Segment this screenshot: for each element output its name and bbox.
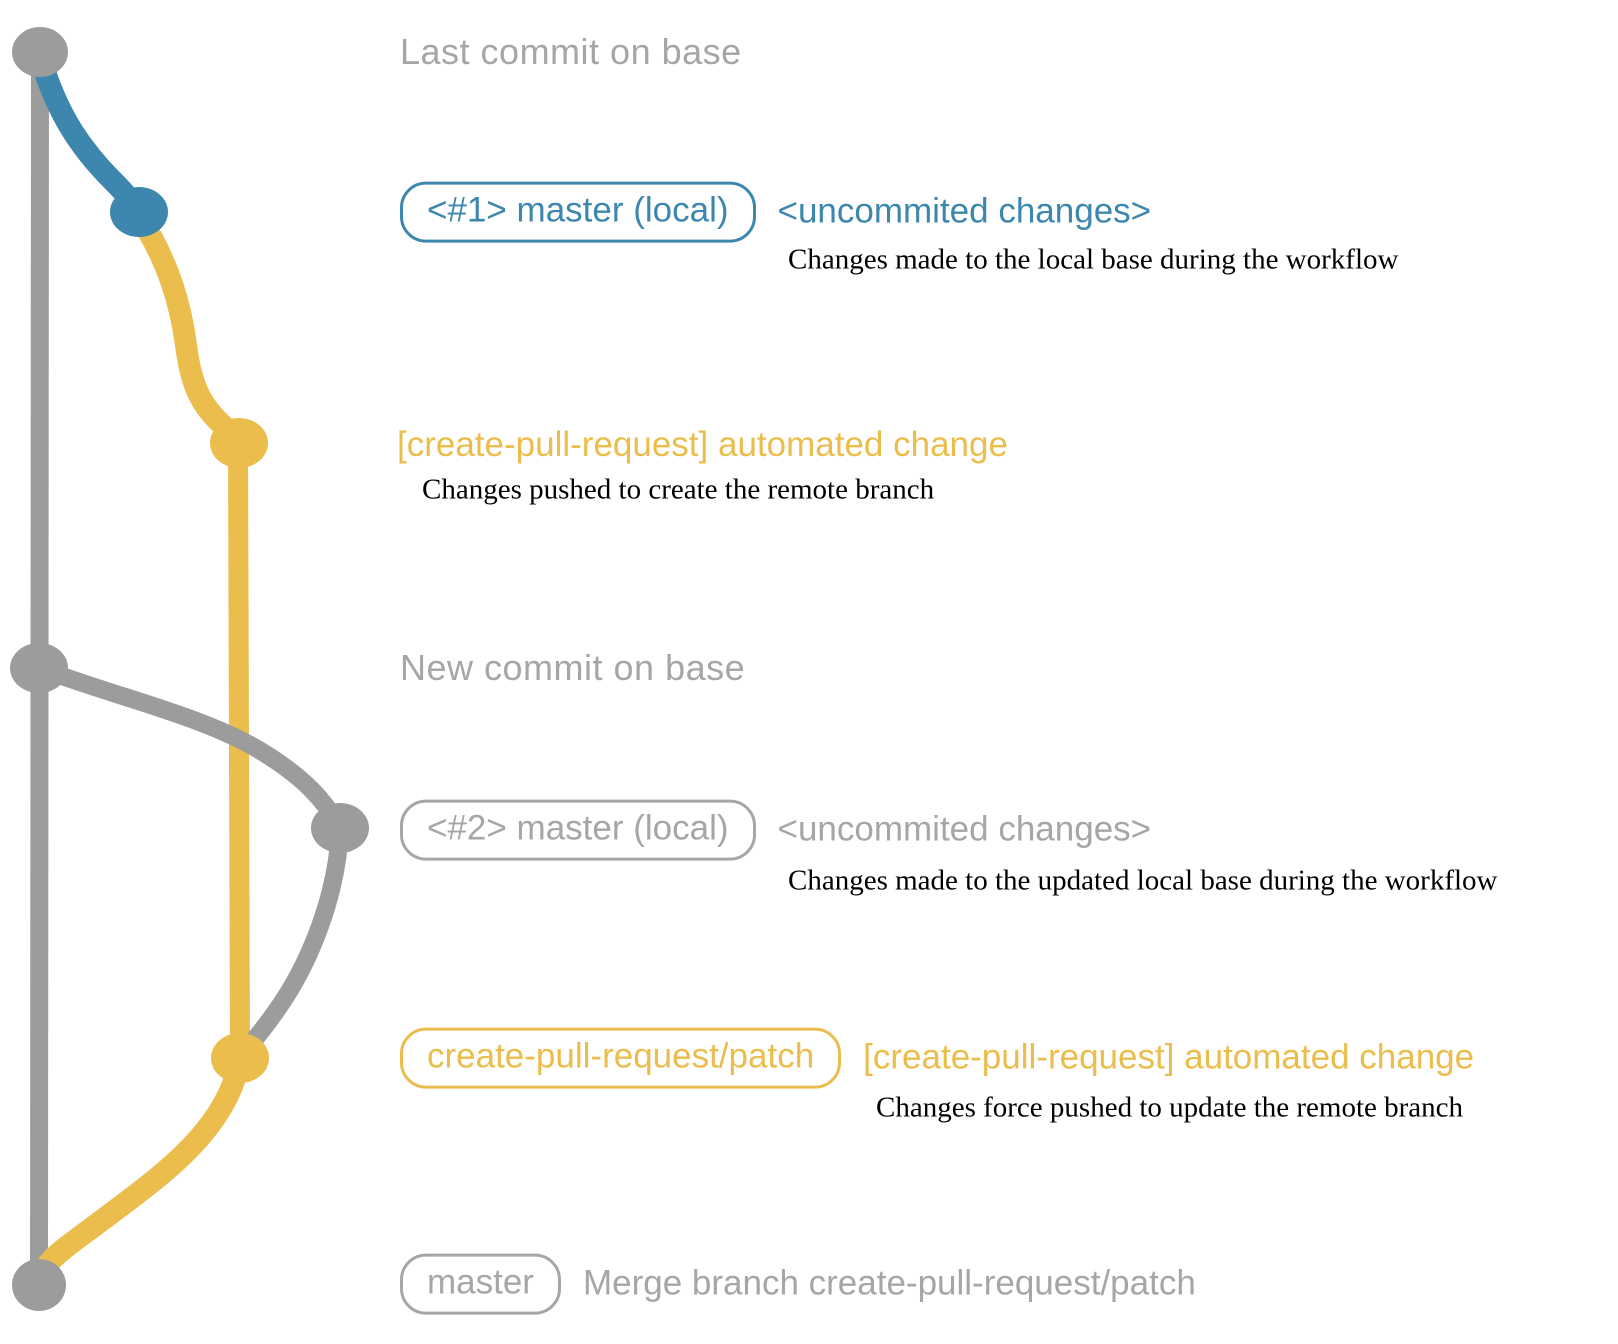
- automated-change-1-heading: [create-pull-request] automated change: [397, 425, 1008, 464]
- commit-dot-local-1: [110, 187, 168, 237]
- gray-branch-curve-bottom: [233, 821, 349, 1063]
- row-local-master-1: <#1> master (local) <uncommited changes>: [400, 181, 1152, 243]
- row-automated-change-1: [create-pull-request] automated change: [397, 425, 1008, 465]
- local-master-2-note: Changes made to the updated local base d…: [788, 864, 1498, 897]
- commit-dot-merge-base: [12, 1259, 66, 1311]
- commit-dot-remote-2: [211, 1033, 269, 1083]
- row-last-commit: Last commit on base: [400, 31, 742, 73]
- automated-change-2-annotation: [create-pull-request] automated change: [863, 1038, 1475, 1077]
- yellow-branch-curve-top: [129, 207, 247, 448]
- row-patch-branch: create-pull-request/patch [create-pull-r…: [400, 1027, 1475, 1089]
- new-commit-label: New commit on base: [400, 647, 746, 688]
- uncommited-changes-1-annotation: <uncommited changes>: [777, 192, 1152, 231]
- patch-branch-note: Changes force pushed to update the remot…: [876, 1091, 1464, 1124]
- blue-branch-curve: [29, 45, 150, 221]
- gray-branch-curve-top: [31, 659, 348, 834]
- git-graph: [10, 27, 369, 1311]
- master-badge: master: [400, 1253, 561, 1315]
- patch-branch-badge: create-pull-request/patch: [400, 1027, 842, 1089]
- local-master-1-note: Changes made to the local base during th…: [788, 243, 1399, 276]
- local-master-2-badge: <#2> master (local): [400, 799, 756, 861]
- commit-dot-last-base: [12, 27, 68, 77]
- row-local-master-2: <#2> master (local) <uncommited changes>: [400, 799, 1152, 861]
- last-commit-label: Last commit on base: [400, 31, 742, 72]
- local-master-1-badge: <#1> master (local): [400, 181, 756, 243]
- uncommited-changes-2-annotation: <uncommited changes>: [777, 810, 1152, 849]
- commit-dot-new-base: [10, 643, 68, 693]
- commit-dot-remote-1: [210, 418, 268, 468]
- commit-dot-local-2: [311, 803, 369, 853]
- merge-annotation: Merge branch create-pull-request/patch: [582, 1264, 1196, 1303]
- automated-change-1-note: Changes pushed to create the remote bran…: [422, 473, 935, 506]
- row-merge: master Merge branch create-pull-request/…: [400, 1253, 1196, 1315]
- yellow-branch-curve-bottom: [29, 1047, 251, 1294]
- row-new-commit: New commit on base: [400, 647, 745, 689]
